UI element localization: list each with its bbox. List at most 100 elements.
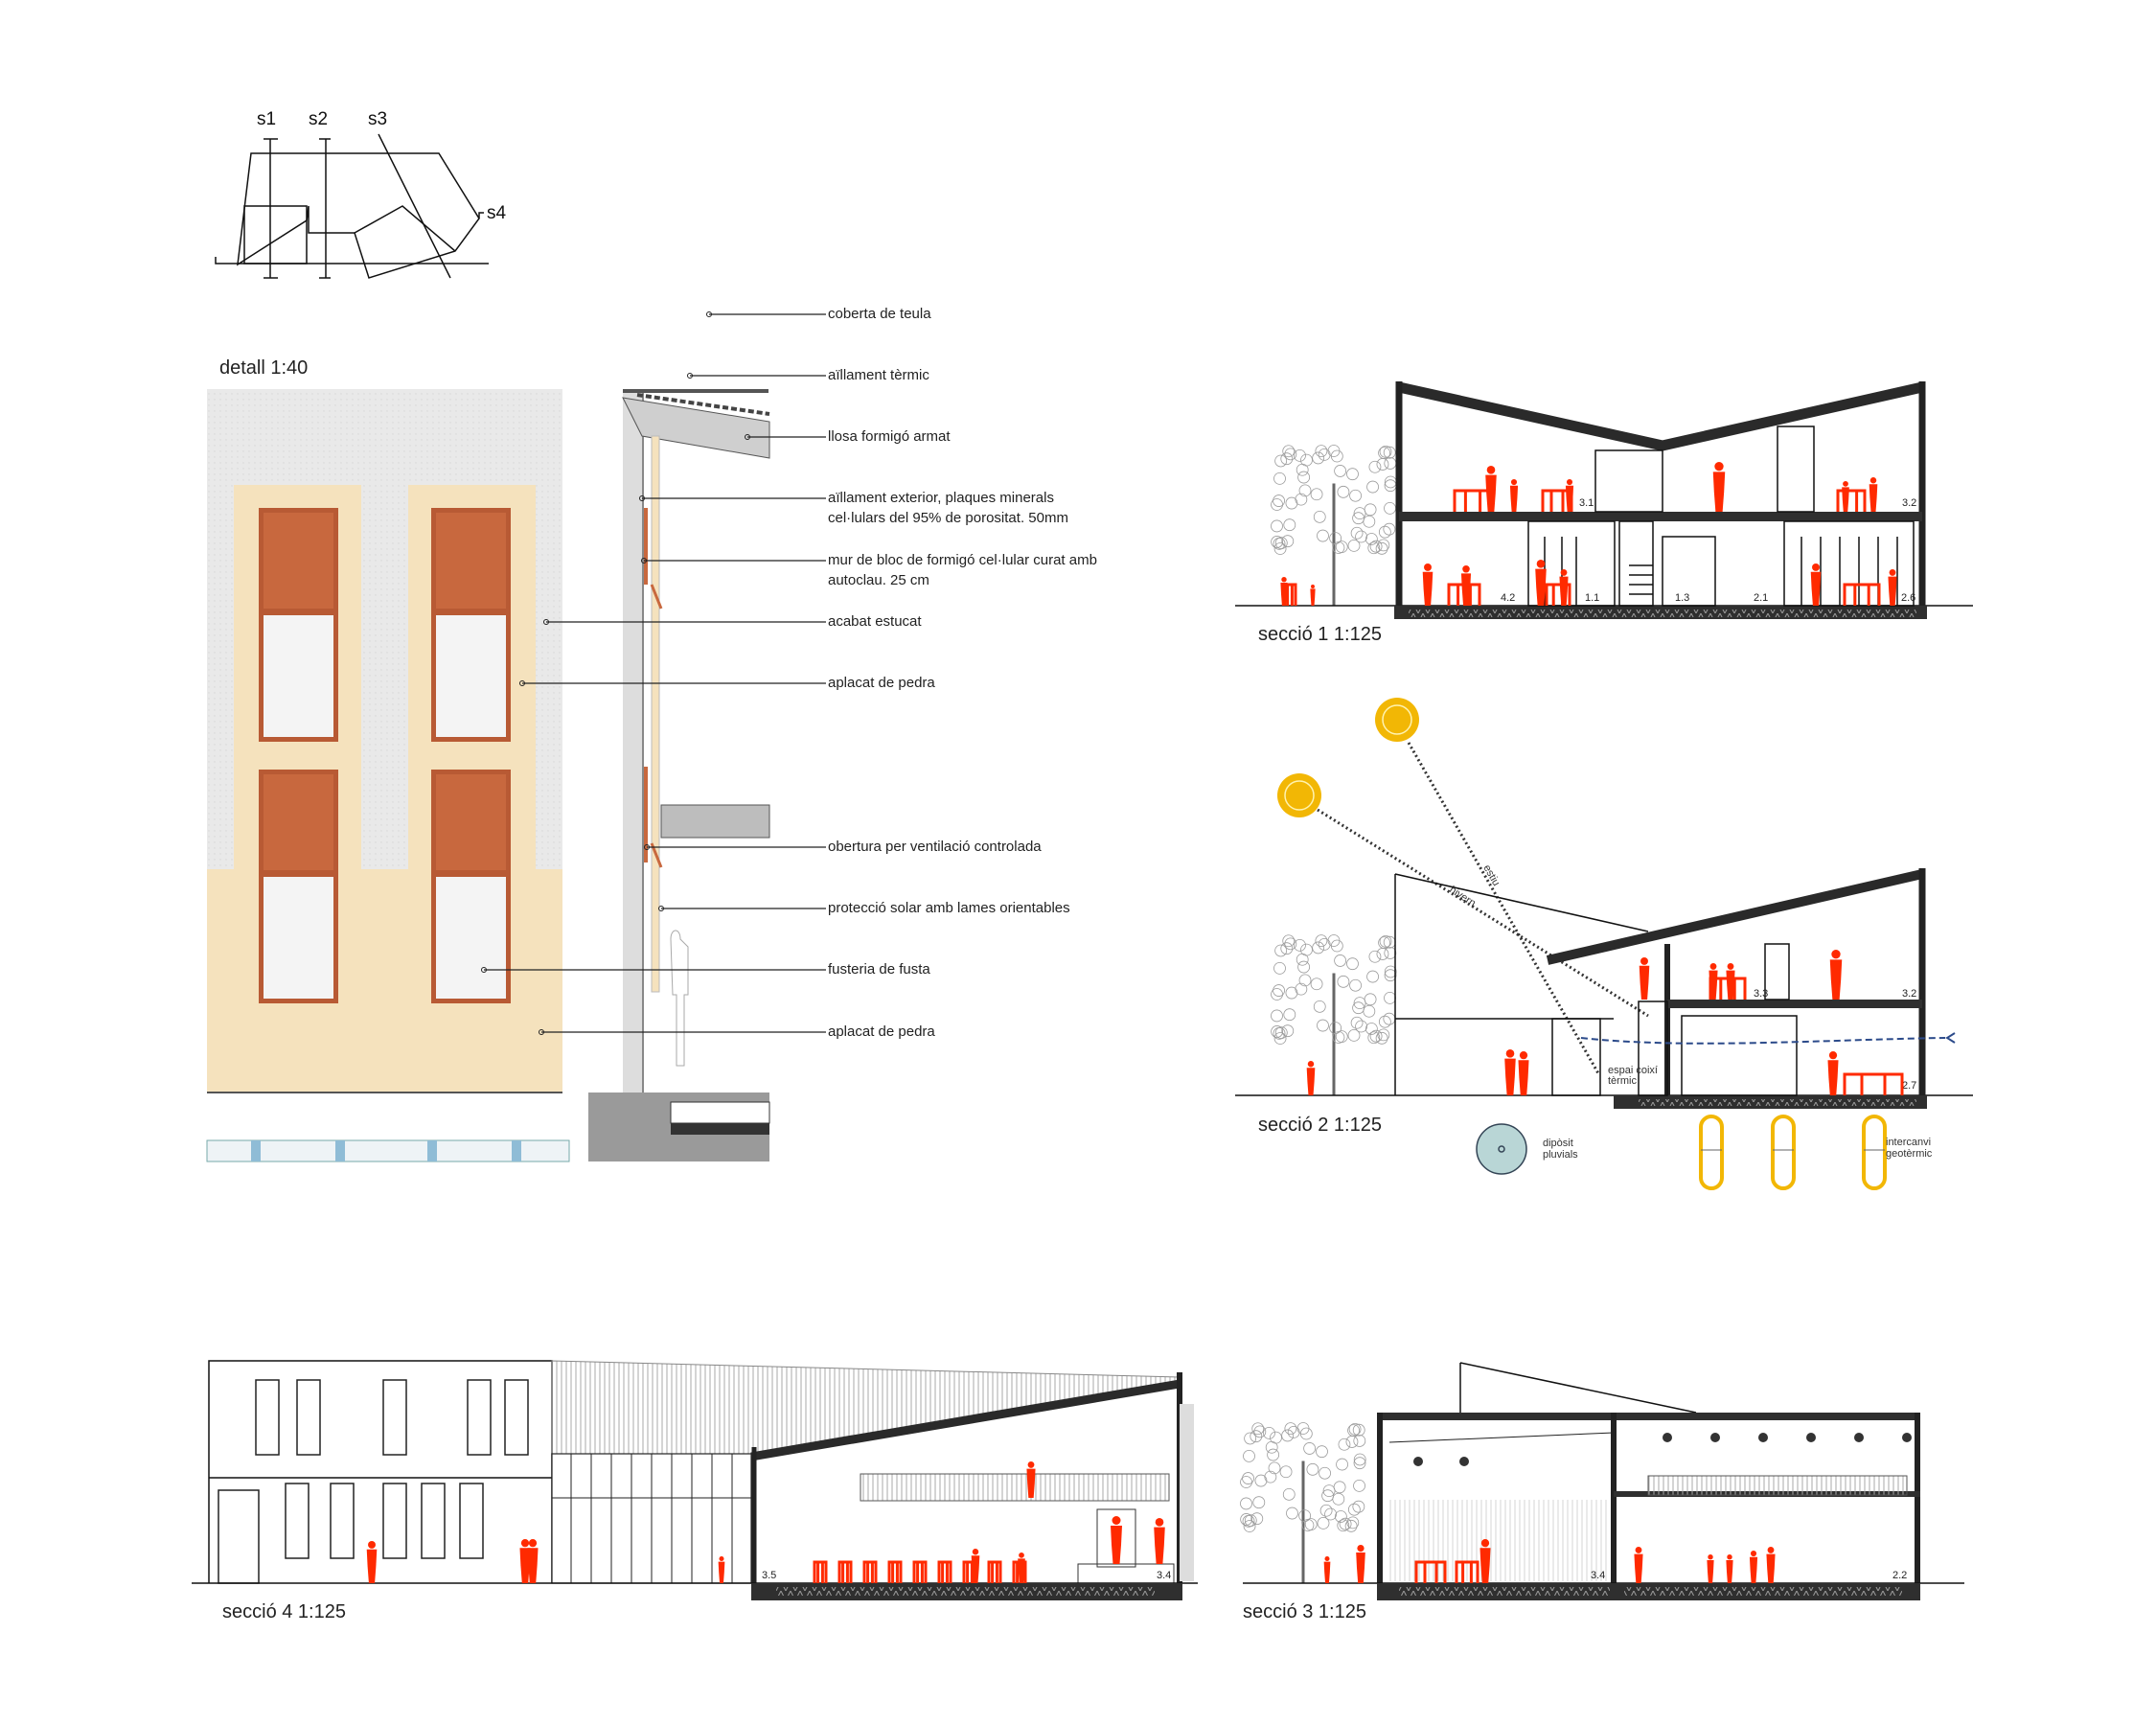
detail-elevation: detall 1:40 — [206, 357, 570, 1162]
person-figure — [1712, 462, 1726, 512]
window — [382, 1483, 407, 1559]
room-number: 3.2 — [1902, 988, 1916, 1000]
section-mark-s3: s3 — [368, 109, 387, 129]
room-number: 3.4 — [1157, 1570, 1171, 1581]
callout: obertura per ventilació controlada — [644, 839, 1042, 855]
room-number: 1.1 — [1585, 592, 1599, 604]
table-chairs — [862, 1560, 878, 1583]
person-figure — [1356, 1545, 1365, 1583]
callout-label: obertura per ventilació controlada — [828, 839, 1042, 855]
section-4-title: secció 4 1:125 — [222, 1601, 346, 1622]
timber-window — [431, 508, 511, 742]
person-figure — [1888, 569, 1897, 606]
person-figure — [1422, 564, 1434, 606]
person-figure — [1639, 957, 1650, 1000]
callout-label: aïllament exterior, plaques minerals — [828, 490, 1054, 506]
window — [459, 1483, 484, 1559]
rainwater-tank-icon — [1476, 1123, 1527, 1175]
callout-label: acabat estucat — [828, 613, 922, 630]
spotlight-icon — [1902, 1433, 1912, 1442]
person-figure — [1504, 1049, 1516, 1095]
room-number: 3.3 — [1754, 988, 1768, 1000]
callout-label: aplacat de pedra — [828, 1024, 935, 1040]
room-number: 3.5 — [762, 1570, 776, 1581]
table-chairs — [1843, 1072, 1904, 1095]
geothermal-loop-icon — [1771, 1115, 1796, 1190]
person-figure — [1306, 1061, 1316, 1095]
section-4: 3.5 3.4 secció 4 1:125 — [192, 1360, 1198, 1622]
table-chairs — [912, 1560, 928, 1583]
spotlight-icon — [1459, 1457, 1469, 1466]
sun-winter-label: hivern — [1447, 884, 1478, 908]
door — [218, 1489, 260, 1584]
spotlight-icon — [1663, 1433, 1672, 1442]
spotlight-icon — [1758, 1433, 1768, 1442]
window — [467, 1379, 492, 1456]
geothermal-loop-icon — [1699, 1115, 1724, 1190]
tank-label: pluvials — [1543, 1149, 1578, 1161]
person-figure — [1827, 1051, 1839, 1095]
person-figure — [1509, 479, 1519, 512]
geothermal-loop-icon — [1862, 1115, 1887, 1190]
section-mark-s2: s2 — [309, 109, 328, 129]
section-3-title: secció 3 1:125 — [1243, 1601, 1366, 1622]
person-figure — [1749, 1551, 1758, 1583]
timber-window — [431, 770, 511, 1003]
room-number: 1.3 — [1675, 592, 1689, 604]
sun-summer-label: estiu — [1480, 863, 1502, 888]
people-figures — [366, 462, 1904, 1583]
person-figure — [1323, 1556, 1331, 1583]
callout-label: mur de bloc de formigó cel·lular curat a… — [828, 552, 1097, 568]
spotlight-icon — [1413, 1457, 1423, 1466]
person-figure — [1479, 1539, 1491, 1583]
callout: protecció solar amb lames orientables — [658, 900, 1070, 916]
person-figure — [1518, 1051, 1529, 1095]
callout-label: fusteria de fusta — [828, 961, 930, 978]
tree — [1240, 1422, 1366, 1583]
callout: mur de bloc de formigó cel·lular curat a… — [641, 552, 1097, 588]
callout-label: aïllament tèrmic — [828, 367, 929, 383]
table-chairs — [1453, 489, 1493, 512]
spotlight-icon — [1806, 1433, 1816, 1442]
table-chairs — [837, 1560, 853, 1583]
callout: fusteria de fusta — [481, 961, 930, 978]
table-chairs — [1836, 489, 1867, 512]
sun-summer-icon — [1375, 698, 1419, 742]
callout-label: autoclau. 25 cm — [828, 572, 929, 588]
table-chairs — [1545, 583, 1571, 606]
room-number: 2.1 — [1754, 592, 1768, 604]
buffer-space-label: espai coixí — [1608, 1065, 1658, 1076]
geothermal-label: intercanvi — [1886, 1137, 1931, 1148]
tree — [1271, 445, 1397, 606]
room-number: 3.4 — [1591, 1570, 1605, 1581]
callout-label: aplacat de pedra — [828, 675, 935, 691]
room-number: 2.7 — [1902, 1080, 1916, 1092]
table-chairs — [1012, 1560, 1027, 1583]
section-2: estiu hivern 3.3 3.2 2.7 espai coixí tèr… — [1235, 698, 1973, 1190]
person-figure — [366, 1541, 378, 1583]
timber-window — [259, 770, 338, 1003]
table-chairs — [937, 1560, 952, 1583]
detail-callouts: coberta de teula aïllament tèrmic llosa fo… — [481, 306, 1097, 1040]
callout-label: coberta de teula — [828, 306, 931, 322]
person-figure — [1634, 1547, 1643, 1583]
window — [330, 1483, 355, 1559]
window — [296, 1379, 321, 1456]
person-figure — [1766, 1547, 1776, 1583]
detail-title: detall 1:40 — [219, 357, 308, 379]
person-figure — [1154, 1518, 1165, 1564]
person-figure — [718, 1556, 725, 1583]
table-chairs — [813, 1560, 828, 1583]
wall-section — [588, 389, 770, 1162]
window — [504, 1379, 529, 1456]
geothermal-label: geotèrmic — [1886, 1148, 1933, 1160]
spotlight-icon — [1854, 1433, 1864, 1442]
person-figure — [1535, 560, 1547, 606]
section-1: 3.1 3.2 4.2 1.1 1.3 2.1 2.6 secció 1 1:1… — [1235, 381, 1973, 645]
callout-label: llosa formigó armat — [828, 428, 951, 445]
callout-label: cel·lulars del 95% de porositat. 50mm — [828, 510, 1068, 526]
room-number: 2.6 — [1901, 592, 1915, 604]
person-figure — [1111, 1516, 1122, 1564]
person-figure — [1726, 1554, 1733, 1583]
callout: aplacat de pedra — [519, 675, 935, 691]
